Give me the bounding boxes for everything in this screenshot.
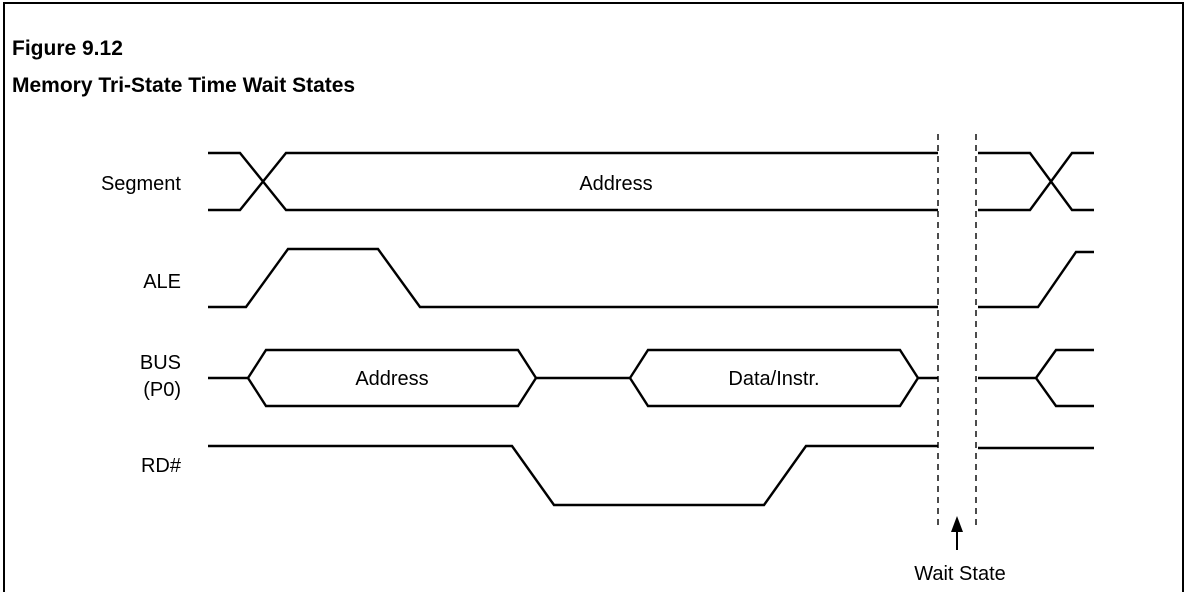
segment-waveform: Address (208, 151, 1094, 212)
segment-address-label: Address (579, 173, 652, 195)
ale-label: ALE (143, 271, 181, 293)
rd-waveform (208, 444, 1094, 507)
figure-title: Memory Tri-State Time Wait States (12, 74, 355, 97)
ale-waveform (208, 247, 1094, 309)
segment-label: Segment (101, 173, 181, 195)
wait-state-label: Wait State (914, 563, 1006, 585)
figure-border (3, 2, 1184, 592)
rd-label: RD# (141, 455, 182, 477)
bus-address-label: Address (355, 368, 428, 390)
bus-data-label: Data/Instr. (728, 368, 819, 390)
bus-label: BUS (140, 352, 181, 374)
bus-port-label: (P0) (143, 379, 181, 401)
bus-waveform: Address Data/Instr. (208, 348, 1094, 408)
figure-number: Figure 9.12 (12, 37, 123, 60)
wait-state-arrow-icon (951, 516, 963, 550)
